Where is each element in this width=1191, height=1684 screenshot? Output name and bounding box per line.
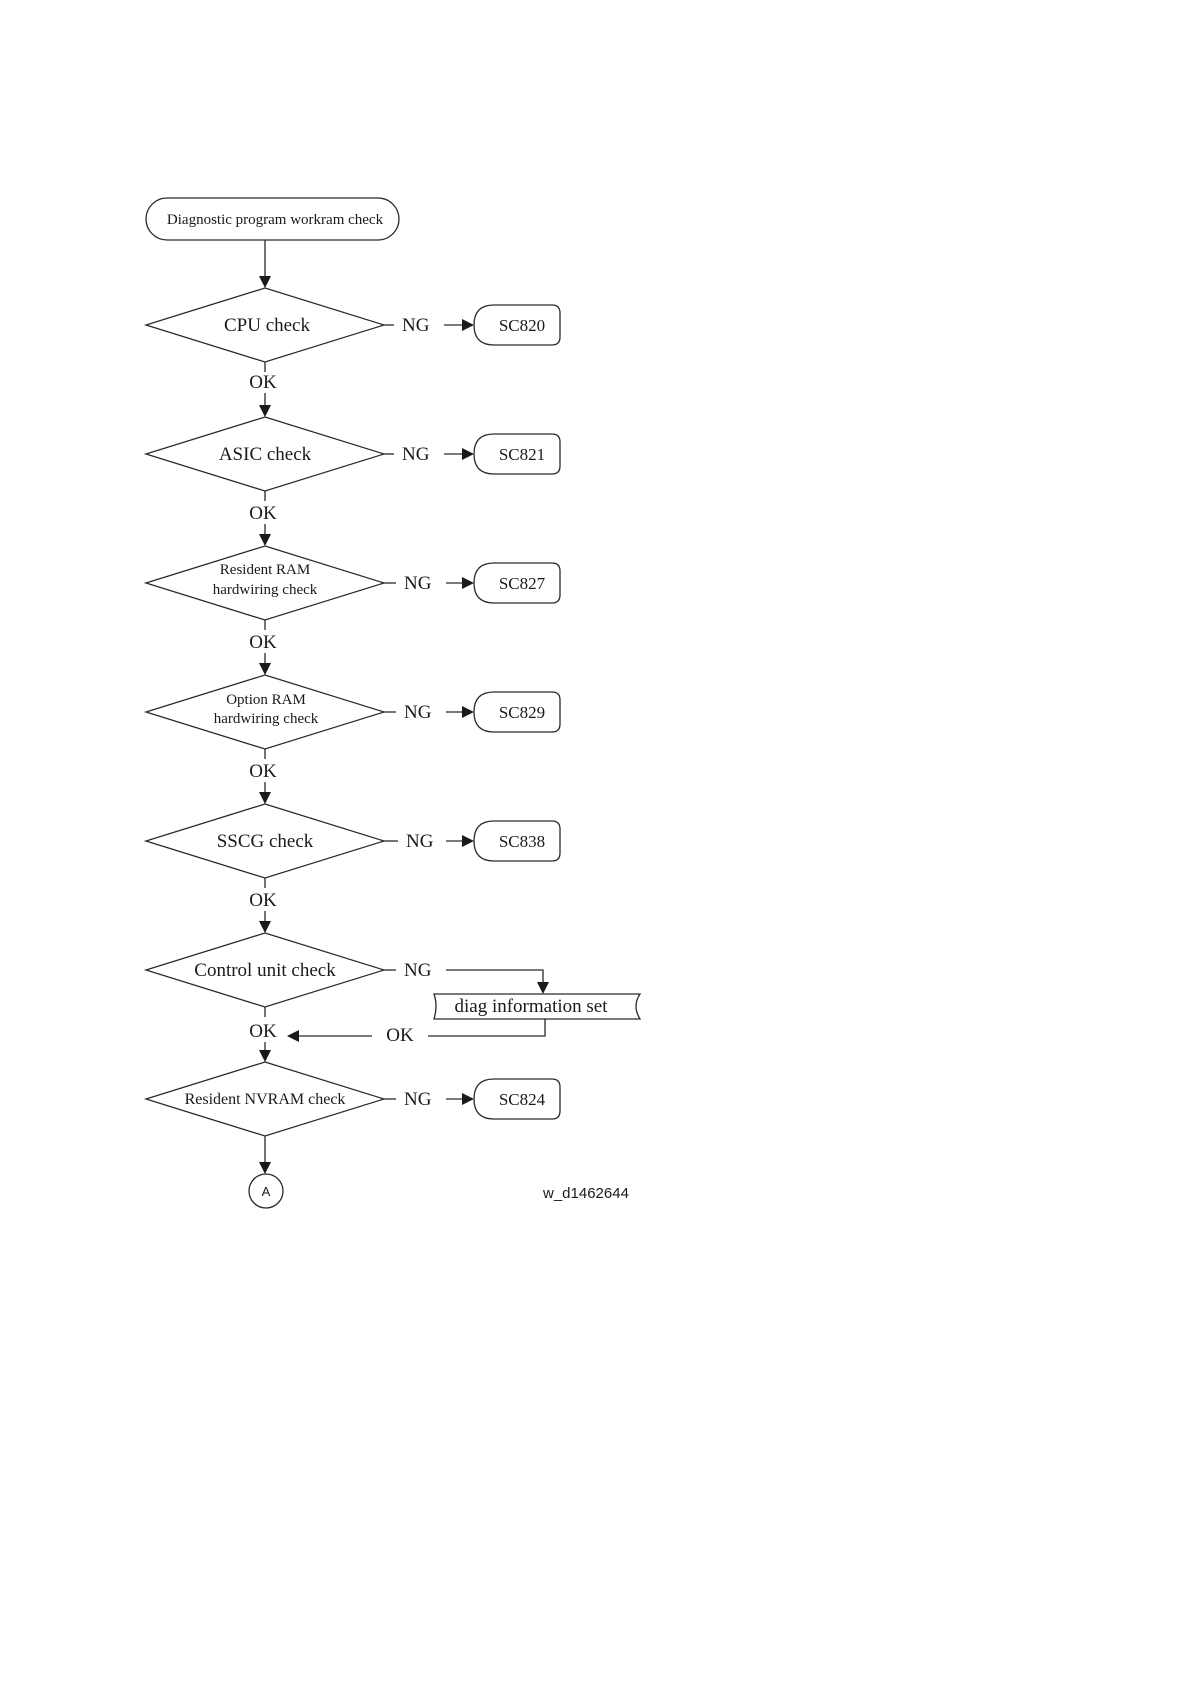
sc-code-label: SC829 — [499, 703, 545, 722]
connector-arrowhead — [259, 1162, 271, 1174]
connector-label: A — [262, 1184, 271, 1199]
ng-label: NG — [402, 444, 430, 465]
ok-arrowhead — [259, 534, 271, 546]
ok-label: OK — [249, 372, 277, 393]
ok-label: OK — [249, 890, 277, 911]
ng-arrowhead — [537, 982, 549, 994]
flow-arrowhead-start — [259, 276, 271, 288]
decision-label: Control unit check — [194, 960, 336, 981]
ok-arrowhead — [259, 792, 271, 804]
ok-arrowhead — [259, 663, 271, 675]
ok-label: OK — [249, 503, 277, 524]
ng-arrowhead — [462, 577, 474, 589]
sc-code-label: SC827 — [499, 574, 546, 593]
ng-label: NG — [402, 315, 430, 336]
ng-label: NG — [404, 1089, 432, 1110]
ng-label: NG — [406, 831, 434, 852]
return-arrowhead — [287, 1030, 299, 1042]
decision-label-line-1: Resident RAM — [220, 562, 310, 578]
step-cpu-check: CPU check NG SC820 OK — [146, 288, 560, 417]
ng-label: NG — [404, 960, 432, 981]
step-asic-check: ASIC check NG SC821 OK — [146, 417, 560, 546]
decision-label: ASIC check — [219, 444, 312, 465]
ok-label: OK — [249, 1021, 277, 1042]
step-control-unit-check: Control unit check NG diag information s… — [146, 933, 640, 1062]
ng-arrowhead — [462, 706, 474, 718]
ng-arrowhead — [462, 319, 474, 331]
step-resident-nvram-check: Resident NVRAM check NG SC824 — [146, 1062, 560, 1136]
ok-label: OK — [249, 761, 277, 782]
ng-arrowhead — [462, 448, 474, 460]
return-ok-label: OK — [386, 1025, 414, 1046]
ok-arrowhead — [259, 1050, 271, 1062]
step-resident-ram-check: Resident RAM hardwiring check NG SC827 O… — [146, 546, 560, 675]
decision-label: SSCG check — [217, 831, 314, 852]
decision-label-line-1: Option RAM — [226, 692, 306, 708]
sc-code-label: SC824 — [499, 1090, 546, 1109]
ng-label: NG — [404, 573, 432, 594]
decision-label-line-2: hardwiring check — [214, 711, 319, 727]
ng-label: NG — [404, 702, 432, 723]
ok-label: OK — [249, 632, 277, 653]
decision-label: Resident NVRAM check — [185, 1091, 346, 1108]
return-line — [428, 1019, 545, 1036]
figure-id: w_d1462644 — [542, 1185, 629, 1202]
decision-label-line-2: hardwiring check — [213, 582, 318, 598]
ok-arrowhead — [259, 921, 271, 933]
ok-arrowhead — [259, 405, 271, 417]
process-label: diag information set — [454, 996, 608, 1017]
start-terminator-label: Diagnostic program workram check — [167, 212, 384, 228]
ng-arrowhead — [462, 1093, 474, 1105]
decision-label: CPU check — [224, 315, 311, 336]
ng-arrow-line — [446, 970, 543, 984]
sc-code-label: SC821 — [499, 445, 545, 464]
sc-code-label: SC820 — [499, 316, 545, 335]
sc-code-label: SC838 — [499, 832, 545, 851]
step-option-ram-check: Option RAM hardwiring check NG SC829 OK — [146, 675, 560, 804]
step-sscg-check: SSCG check NG SC838 OK — [146, 804, 560, 933]
off-page-connector: A — [249, 1174, 283, 1208]
ng-arrowhead — [462, 835, 474, 847]
start-terminator: Diagnostic program workram check — [146, 198, 399, 240]
